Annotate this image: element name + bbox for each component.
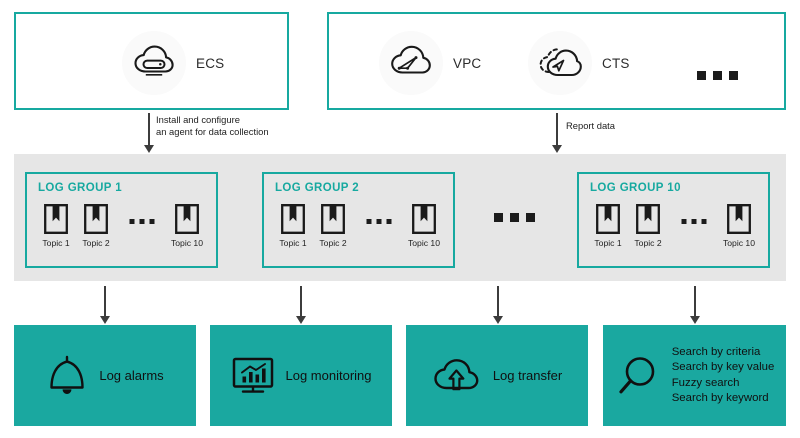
topic-item[interactable]: Topic 2: [313, 203, 353, 248]
topic-icon: [727, 204, 751, 234]
topic-item[interactable]: Topic 1: [588, 203, 628, 248]
topic-item[interactable]: Topic 10: [719, 203, 759, 248]
arrow-install-agent: [142, 113, 156, 154]
topic-list: Topic 1 Topic 2 Topic 10: [273, 203, 444, 248]
ellipsis-icon: [697, 71, 738, 80]
feature-log-transfer[interactable]: Log transfer: [406, 325, 588, 426]
topic-icon: [636, 204, 660, 234]
service-ecs[interactable]: ECS: [122, 31, 224, 95]
service-label: ECS: [196, 55, 225, 71]
topic-item[interactable]: Topic 1: [273, 203, 313, 248]
topic-ellipsis-spacer: [116, 203, 167, 237]
topic-item[interactable]: Topic 1: [36, 203, 76, 248]
feature-label: Log transfer: [492, 368, 563, 383]
feature-label: Log alarms: [99, 368, 164, 383]
topic-label: Topic 2: [634, 238, 662, 248]
log-group-title: LOG GROUP 10: [590, 182, 681, 194]
topic-label: Topic 1: [42, 238, 70, 248]
topic-icon: [44, 204, 68, 234]
log-group-2[interactable]: LOG GROUP 2 Topic 1 Topic 2: [262, 172, 455, 268]
topic-list: Topic 1 Topic 2 Topic 10: [36, 203, 207, 248]
topic-label: Topic 1: [279, 238, 307, 248]
topic-icon: [281, 204, 305, 234]
topic-label: Topic 2: [319, 238, 347, 248]
ellipsis-icon: [494, 213, 535, 222]
topic-item[interactable]: Topic 10: [167, 203, 207, 248]
service-vpc[interactable]: VPC: [379, 31, 481, 95]
topic-icon: [321, 204, 345, 234]
topic-label: Topic 1: [594, 238, 622, 248]
feature-log-search[interactable]: Search by criteria Search by key value F…: [603, 325, 786, 426]
topic-ellipsis-spacer: [668, 203, 719, 237]
log-group-1[interactable]: LOG GROUP 1 Topic 1 Topic 2: [25, 172, 218, 268]
log-group-title: LOG GROUP 2: [275, 182, 360, 194]
topic-ellipsis-spacer: [353, 203, 404, 237]
feature-log-monitoring[interactable]: Log monitoring: [210, 325, 392, 426]
search-capability: Search by criteria: [671, 345, 761, 358]
topic-icon: [596, 204, 620, 234]
bell-icon: [46, 353, 88, 399]
topic-item[interactable]: Topic 10: [404, 203, 444, 248]
cloud-upload-icon: [432, 356, 482, 396]
ellipsis-icon: [366, 219, 391, 224]
arrow-to-log-transfer: [491, 286, 505, 325]
magnifier-icon: [615, 353, 661, 399]
arrow-to-log-search: [688, 286, 702, 325]
topic-label: Topic 10: [170, 238, 203, 248]
ellipsis-icon: [681, 219, 706, 224]
arrow-install-agent-label: Install and configure an agent for data …: [156, 114, 269, 137]
topic-list: Topic 1 Topic 2 Topic 10: [588, 203, 759, 248]
topic-item[interactable]: Topic 2: [76, 203, 116, 248]
search-capability: Search by key value: [671, 361, 775, 373]
topic-label: Topic 10: [722, 238, 755, 248]
feature-log-alarms[interactable]: Log alarms: [14, 325, 196, 426]
log-group-title: LOG GROUP 1: [38, 182, 123, 194]
cloud-server-icon: [122, 31, 186, 95]
topic-icon: [175, 204, 199, 234]
arrow-to-log-monitoring: [294, 286, 308, 325]
search-capability-list: Search by criteria Search by key value F…: [672, 345, 775, 407]
service-cts[interactable]: CTS: [528, 31, 630, 95]
service-label: CTS: [602, 55, 630, 71]
log-group-10[interactable]: LOG GROUP 10 Topic 1 Topic 2: [577, 172, 770, 268]
source-box-agent: ECS: [14, 12, 289, 110]
source-box-services: VPC CTS: [327, 12, 786, 110]
topic-icon: [84, 204, 108, 234]
monitor-chart-icon: [231, 355, 275, 397]
topic-label: Topic 2: [82, 238, 110, 248]
search-capability: Search by keyword: [671, 392, 769, 404]
cloud-network-icon: [379, 31, 443, 95]
ellipsis-icon: [129, 219, 154, 224]
service-label: VPC: [453, 55, 482, 71]
feature-label: Log monitoring: [285, 368, 372, 383]
topic-label: Topic 10: [407, 238, 440, 248]
search-capability: Fuzzy search: [671, 376, 740, 389]
arrow-report-data-label: Report data: [566, 120, 615, 131]
topic-icon: [412, 204, 436, 234]
topic-item[interactable]: Topic 2: [628, 203, 668, 248]
log-groups-band: [14, 154, 786, 281]
arrow-report-data: [550, 113, 564, 154]
arrow-to-log-alarms: [98, 286, 112, 325]
cloud-trace-icon: [528, 31, 592, 95]
